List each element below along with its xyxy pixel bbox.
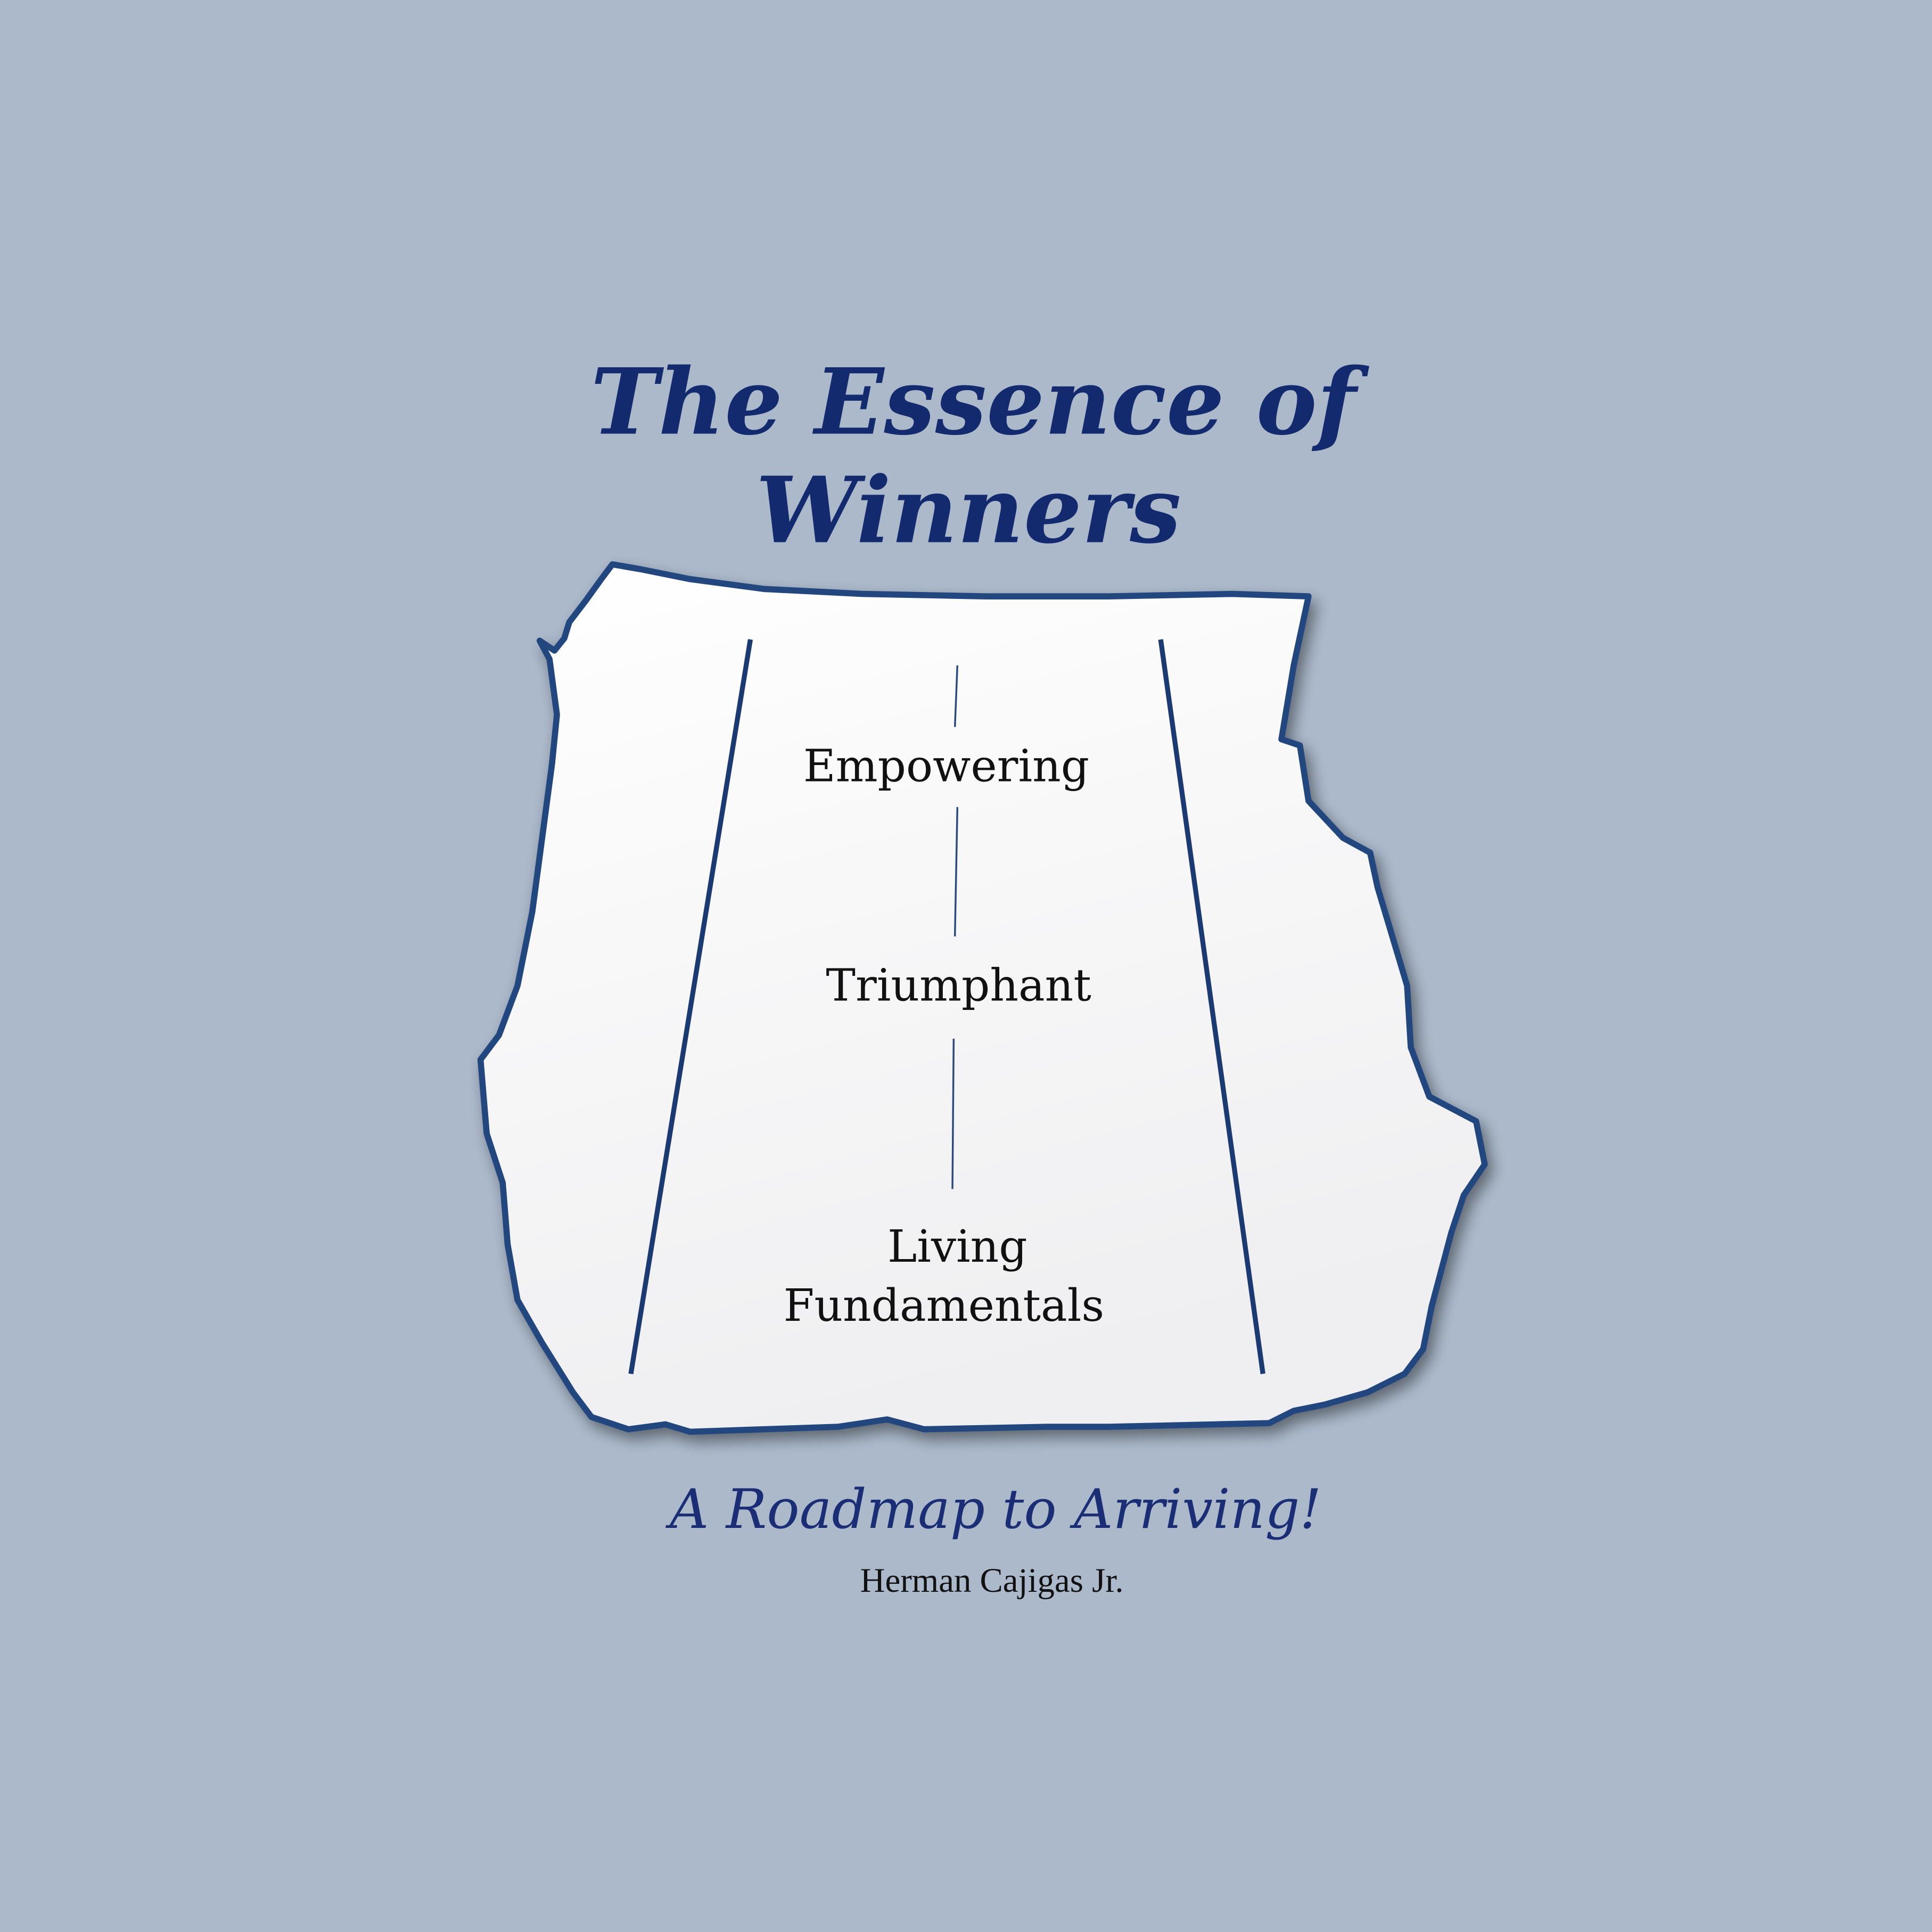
road-center-dash: [953, 807, 959, 936]
road-center-dash: [953, 665, 959, 727]
author-name: Herman Cajigas Jr.: [860, 1561, 1124, 1600]
road-center-dash: [951, 1039, 955, 1189]
title-line-2: Winners: [756, 457, 1181, 564]
road-label-empowering: Empowering: [803, 740, 1089, 792]
road-label-fundamentals: Fundamentals: [784, 1280, 1105, 1331]
road-left-edge: [628, 639, 753, 1375]
torn-paper-shape: [477, 561, 1488, 1435]
subtitle: A Roadmap to Arriving!: [665, 1478, 1321, 1541]
road-label-living: Living: [887, 1221, 1027, 1272]
road-label-triumphant: Triumphant: [826, 959, 1091, 1011]
road-right-edge: [1158, 639, 1265, 1375]
title-line-1: The Essence of: [590, 349, 1369, 456]
